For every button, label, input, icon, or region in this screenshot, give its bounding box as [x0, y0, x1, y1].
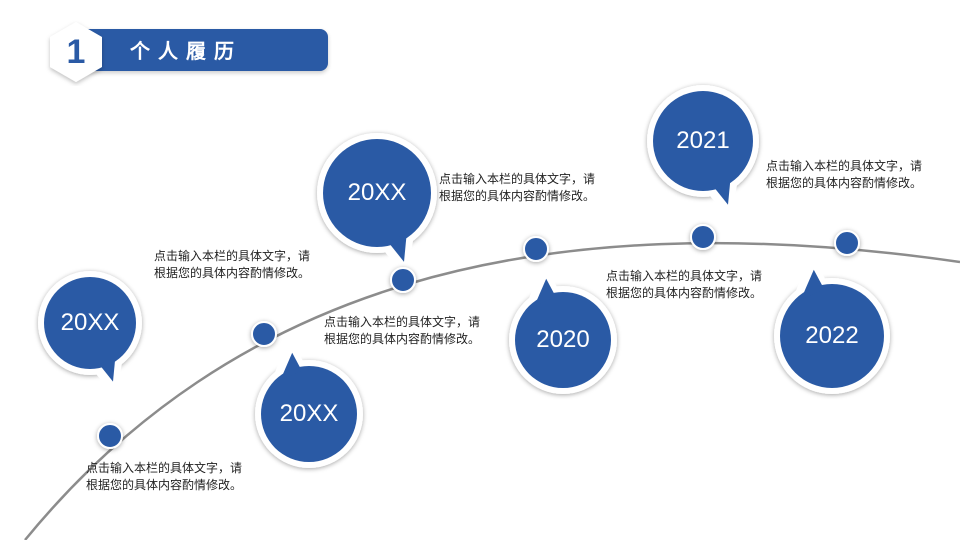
milestone-bubble — [38, 271, 142, 393]
milestone-year: 2020 — [536, 326, 590, 353]
milestone-bubble — [647, 85, 759, 217]
milestone-description: 点击输入本栏的具体文字，请根据您的具体内容酌情修改。 — [324, 315, 481, 346]
milestone-year: 2022 — [805, 322, 859, 349]
milestone-year: 20XX — [279, 400, 339, 427]
milestone-description: 点击输入本栏的具体文字，请根据您的具体内容酌情修改。 — [606, 269, 763, 300]
timeline-dot — [690, 224, 716, 250]
section-number: 1 — [66, 33, 86, 71]
milestone-description: 点击输入本栏的具体文字，请根据您的具体内容酌情修改。 — [439, 172, 596, 203]
timeline-dot — [251, 321, 277, 347]
timeline-dot — [834, 230, 860, 256]
header-bar — [76, 29, 328, 71]
milestone-bubble — [509, 267, 617, 394]
timeline-dot — [523, 236, 549, 262]
hexagon-badge-icon — [50, 22, 102, 82]
milestone-bubble — [774, 258, 890, 394]
milestone-description: 点击输入本栏的具体文字，请根据您的具体内容酌情修改。 — [154, 249, 311, 280]
milestone-year: 20XX — [347, 179, 407, 206]
milestone-description: 点击输入本栏的具体文字，请根据您的具体内容酌情修改。 — [86, 461, 243, 492]
timeline-dot — [390, 267, 416, 293]
milestone-year: 20XX — [60, 309, 120, 336]
timeline-dot — [97, 423, 123, 449]
section-title: 个人履历 — [130, 39, 242, 63]
milestone-bubble — [317, 133, 437, 274]
milestone-bubble — [255, 341, 363, 468]
milestone-year: 2021 — [676, 127, 730, 154]
milestone-description: 点击输入本栏的具体文字，请根据您的具体内容酌情修改。 — [766, 159, 923, 190]
